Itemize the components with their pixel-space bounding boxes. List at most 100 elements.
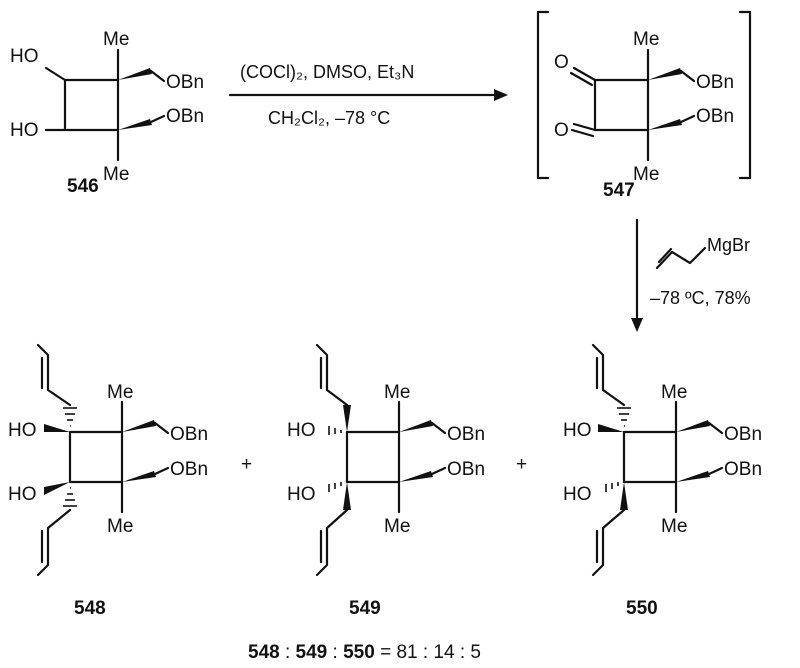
bond-ch2-o-top — [153, 421, 170, 435]
allyl-grignard-chain — [655, 246, 707, 270]
cyclobutane-ring — [68, 430, 124, 484]
ratio-sep: : — [327, 642, 343, 663]
label-obn: OBn — [170, 459, 208, 480]
wedge-ch2-bottom — [648, 119, 682, 130]
label-ho: HO — [10, 120, 39, 141]
reaction-arrow-2: MgBr –78 ºC, 78% — [631, 218, 751, 332]
bond-co-top-double — [569, 71, 594, 87]
cyclobutane-ring — [622, 430, 678, 484]
label-ho: HO — [10, 46, 39, 67]
allyl-chain-bottom — [36, 508, 72, 577]
label-ho: HO — [8, 420, 37, 441]
label-me: Me — [384, 382, 410, 403]
bond-co-bottom-double — [570, 128, 595, 138]
compound-number-548: 548 — [74, 598, 106, 619]
compound-546: HO HO Me Me OBn OBn 546 — [10, 29, 204, 197]
hash-bond-oh-bottom — [328, 482, 342, 492]
plus-sign: + — [516, 454, 527, 475]
cyclobutane-ring — [63, 78, 120, 132]
hash-bond-oh-top — [328, 426, 342, 435]
plus-sign: + — [241, 454, 252, 475]
right-bracket — [738, 10, 752, 180]
label-obn: OBn — [724, 459, 762, 480]
bond-co-bottom — [572, 122, 597, 132]
compound-number-550: 550 — [626, 598, 658, 619]
bond-ch2-o-top — [149, 69, 166, 83]
wedge-allyl-bottom — [620, 482, 628, 510]
bond-ch2-o-bottom — [679, 114, 696, 124]
bond-ch2-o-top — [430, 421, 447, 435]
ratio-line: 548 : 549 : 550 = 81 : 14 : 5 — [248, 642, 481, 663]
label-me: Me — [633, 164, 659, 185]
label-obn: OBn — [696, 72, 734, 93]
cyclobutane-ring — [593, 78, 650, 132]
wedge-oh-bottom — [44, 482, 70, 495]
ratio-548: 548 — [248, 642, 280, 663]
hash-bond-oh-bottom — [605, 482, 619, 492]
label-obn: OBn — [447, 459, 485, 480]
label-me: Me — [633, 29, 659, 50]
reagents-line-1: (COCl)₂, DMSO, Et₃N — [240, 62, 414, 82]
label-mgbr: MgBr — [707, 235, 750, 255]
label-obn: OBn — [166, 106, 204, 127]
label-me: Me — [661, 382, 687, 403]
allyl-chain-top — [315, 343, 349, 407]
allyl-chain-top — [36, 343, 72, 407]
compound-547: O O Me Me OBn OBn 547 — [536, 10, 752, 201]
bond-ch2-o-bottom — [149, 114, 166, 124]
compound-number-549: 549 — [349, 598, 381, 619]
arrow-head — [494, 89, 508, 101]
wedge-ch2-top — [399, 420, 433, 432]
label-oxygen: O — [554, 52, 569, 73]
allyl-chain-bottom — [315, 508, 349, 577]
wedge-oh-top — [44, 424, 70, 432]
label-obn: OBn — [170, 424, 208, 445]
reaction2-conditions: –78 ºC, 78% — [650, 288, 751, 308]
wedge-ch2-bottom — [118, 119, 152, 130]
ratio-sep: : — [280, 642, 296, 663]
compound-549: HO HO Me Me OBn OBn 549 — [287, 343, 485, 619]
label-me: Me — [103, 164, 129, 185]
wedge-oh-top — [598, 424, 624, 432]
label-me: Me — [107, 382, 133, 403]
label-obn: OBn — [447, 424, 485, 445]
wedge-ch2-top — [676, 420, 710, 432]
label-me: Me — [107, 516, 133, 537]
label-ho: HO — [287, 484, 316, 505]
label-me: Me — [661, 516, 687, 537]
label-me: Me — [384, 516, 410, 537]
wedge-allyl-top — [343, 405, 351, 432]
label-ho: HO — [287, 420, 316, 441]
allyl-chain-top — [591, 343, 626, 407]
wedge-ch2-bottom — [676, 471, 710, 482]
wedge-allyl-bottom — [343, 482, 351, 510]
ratio-550: 550 — [343, 642, 375, 663]
allyl-double-bond — [657, 247, 673, 264]
hash-bond-allyl-top — [617, 407, 631, 427]
ratio-549: 549 — [296, 642, 328, 663]
label-oxygen: O — [554, 120, 569, 141]
bond-ch2-o-top — [679, 69, 696, 83]
left-bracket — [536, 10, 550, 180]
hash-bond-allyl-top — [63, 407, 77, 427]
bond-ch2-o-bottom — [430, 466, 447, 476]
bond-ho-top — [44, 66, 67, 82]
ratio-values: = 81 : 14 : 5 — [375, 642, 481, 663]
reagents-line-2: CH₂Cl₂, –78 °C — [268, 108, 390, 128]
label-ho: HO — [8, 484, 37, 505]
bond-ch2-o-bottom — [153, 466, 170, 476]
label-ho: HO — [563, 484, 592, 505]
label-obn: OBn — [724, 424, 762, 445]
arrow-head — [631, 318, 643, 332]
compound-550: HO HO Me Me OBn OBn 550 — [563, 343, 762, 619]
cyclobutane-ring — [345, 430, 401, 484]
compound-number-546: 546 — [67, 176, 99, 197]
compound-number-547: 547 — [603, 180, 635, 201]
label-ho: HO — [563, 420, 592, 441]
wedge-ch2-top — [118, 68, 152, 80]
label-obn: OBn — [166, 72, 204, 93]
wedge-ch2-bottom — [399, 471, 433, 482]
compound-548: HO HO Me Me OBn OBn 548 — [8, 343, 208, 619]
